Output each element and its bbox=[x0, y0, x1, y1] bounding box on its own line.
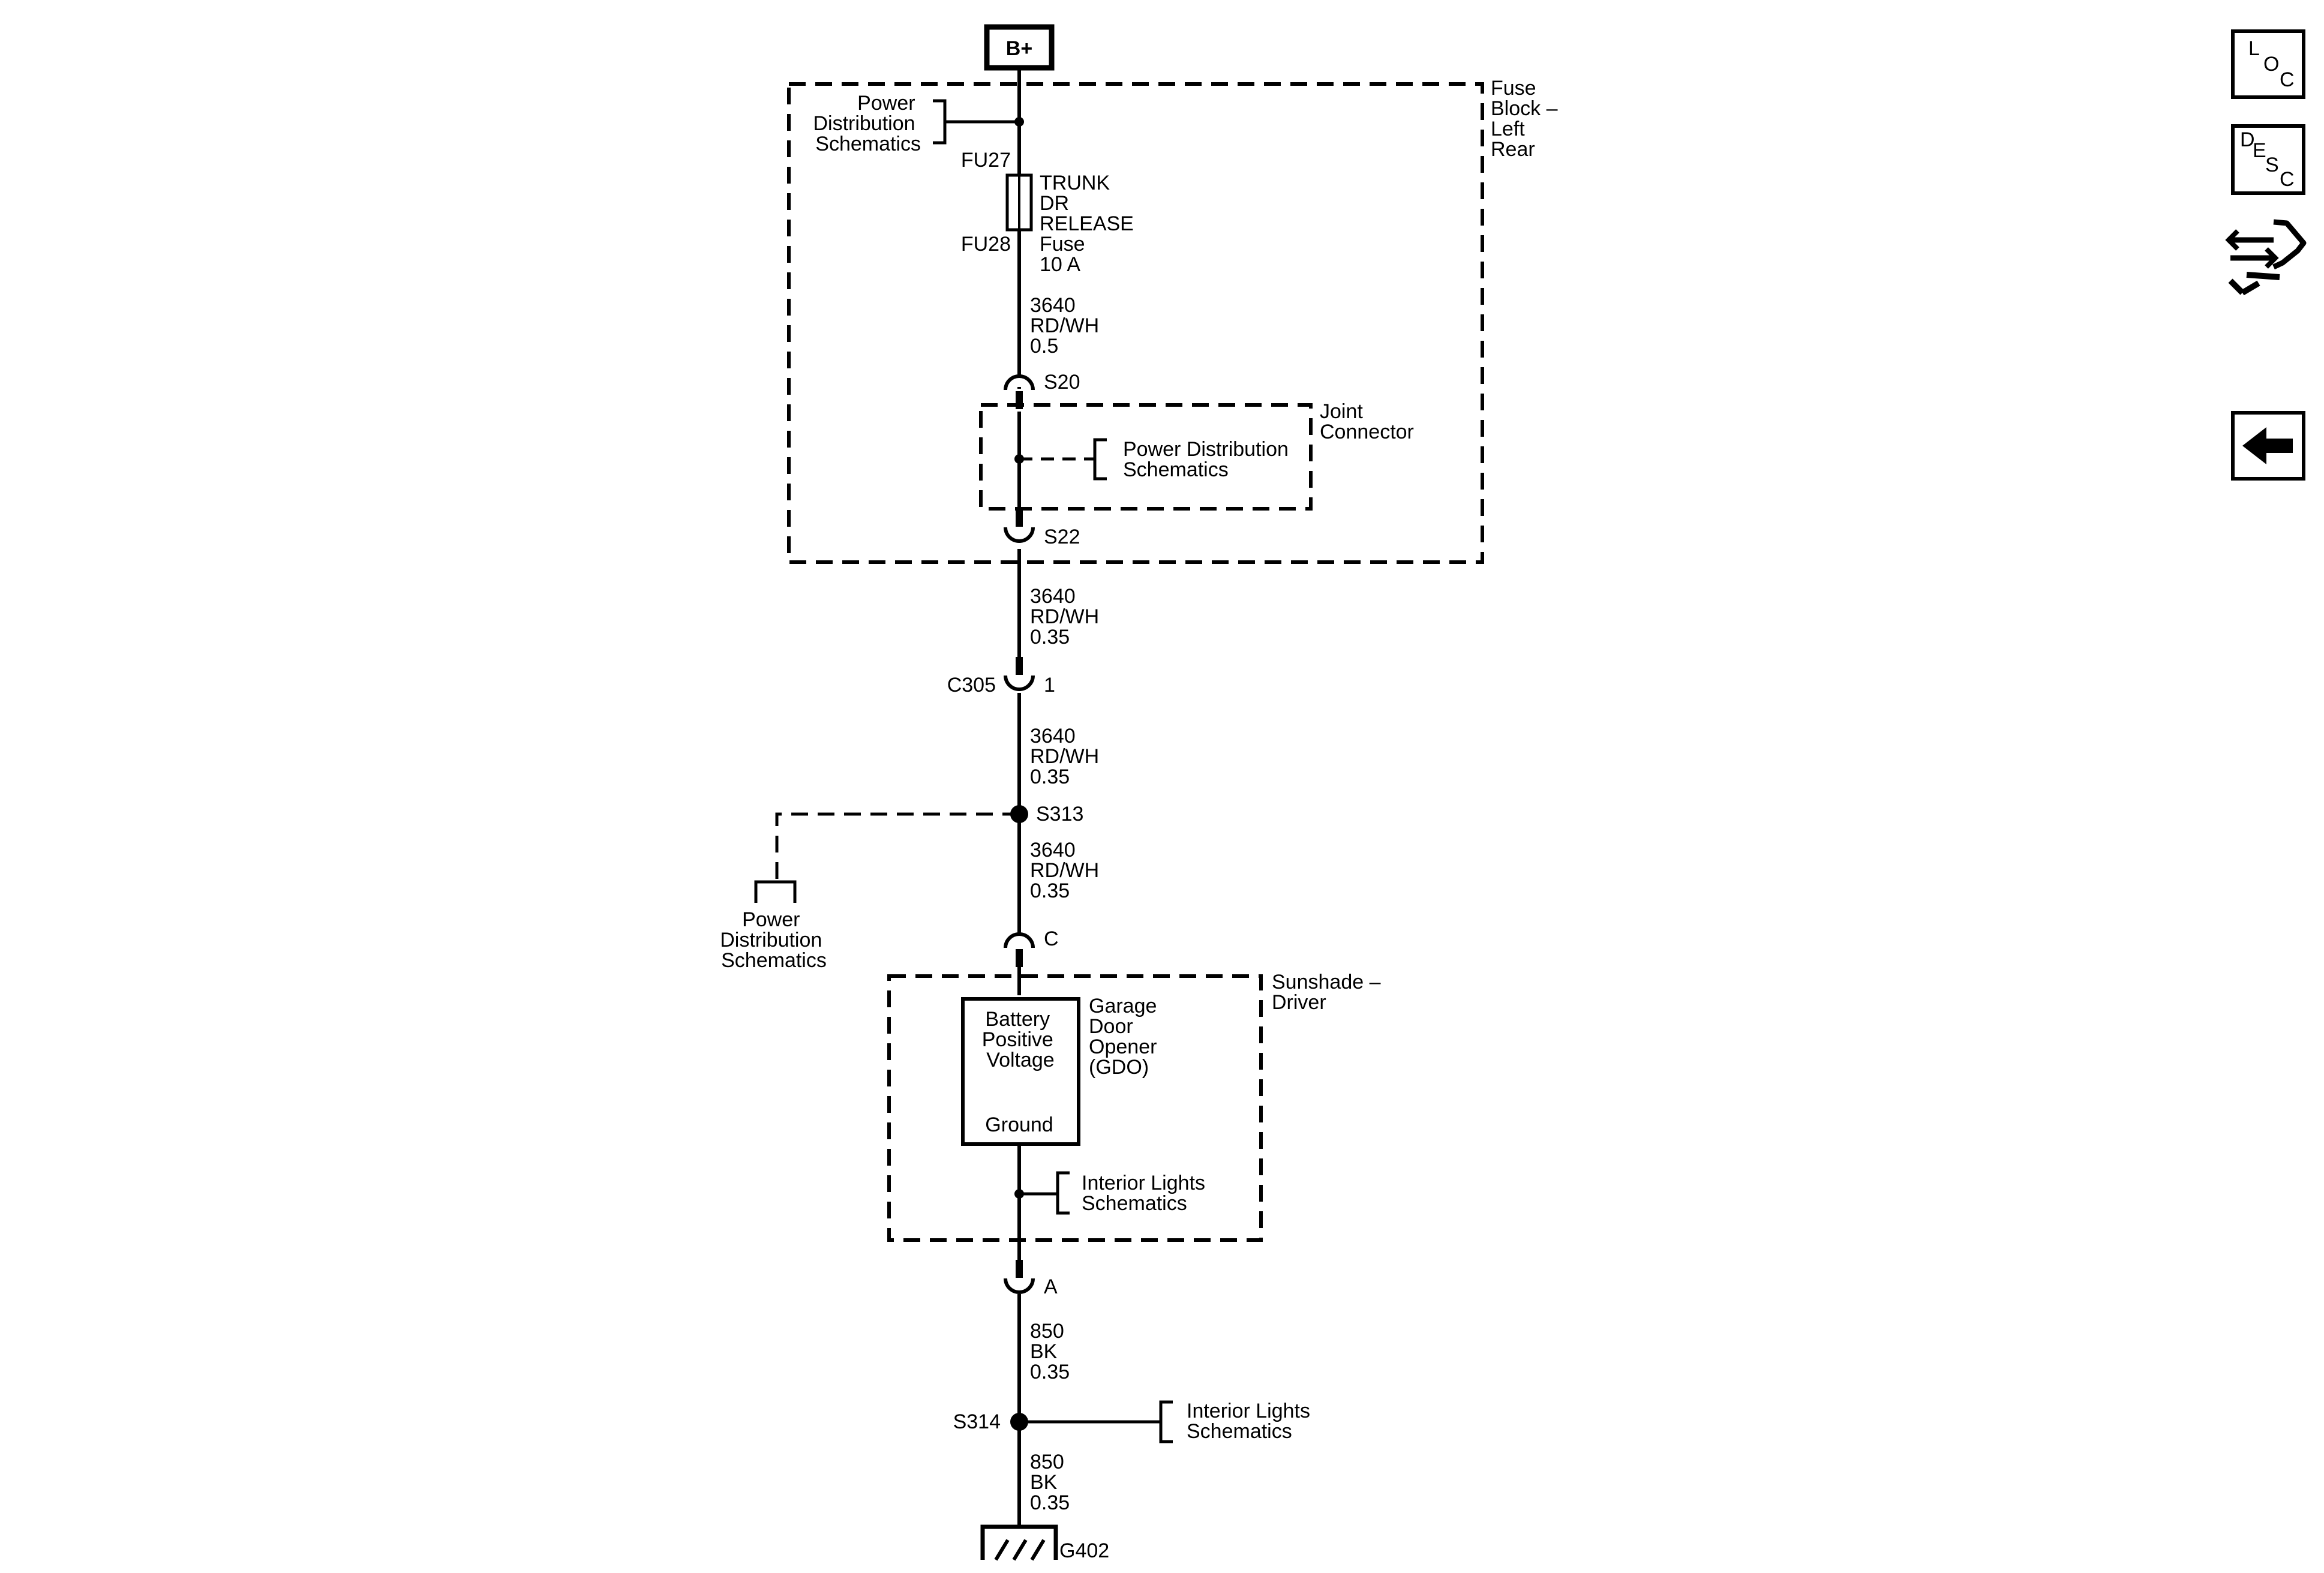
power-distribution-ref-top[interactable]: Power Distribution Schematics bbox=[813, 92, 1024, 155]
fuse-pin-fu28: FU28 bbox=[961, 233, 1011, 256]
sunshade-interior-lights-ref[interactable]: Interior Lights Schematics bbox=[1014, 1171, 1211, 1215]
gdo-module-name: Garage Door Opener (GDO) bbox=[1089, 995, 1163, 1079]
loc-button-o: O bbox=[2263, 53, 2279, 76]
gdo-battery-positive-label: Battery Positive Voltage bbox=[982, 1008, 1059, 1071]
connector-s22-label: S22 bbox=[1044, 526, 1080, 548]
joint-connector: Joint Connector Power Distribution Schem… bbox=[979, 400, 1414, 511]
connector-c305-pin: 1 bbox=[1044, 674, 1055, 697]
splice-s313-ref-label: Power Distribution Schematics bbox=[720, 908, 828, 972]
desc-button-c: C bbox=[2280, 168, 2295, 191]
loc-button-l: L bbox=[2248, 37, 2260, 60]
splice-s313-power-ref[interactable]: Power Distribution Schematics bbox=[720, 812, 1019, 972]
splice-s314-label: S314 bbox=[953, 1410, 1001, 1433]
splice-s314-ref-label: Interior Lights Schematics bbox=[1187, 1400, 1316, 1443]
joint-connector-power-ref[interactable]: Power Distribution Schematics bbox=[1014, 438, 1294, 481]
loc-button-c: C bbox=[2280, 68, 2295, 91]
sunshade-pin-c: C bbox=[1004, 927, 1059, 967]
splice-s313: S313 Power Distribution Schematics bbox=[720, 803, 1083, 972]
gdo-ground-label: Ground bbox=[985, 1113, 1053, 1136]
connector-c305: C305 1 bbox=[947, 657, 1055, 697]
fuse-block-left-rear: Fuse Block – Left Rear Power Distributio… bbox=[787, 77, 1563, 564]
wire-3640-a-label: 3640 RD/WH 0.5 bbox=[1030, 294, 1105, 358]
connector-s20-label: S20 bbox=[1044, 371, 1080, 394]
joint-connector-power-ref-label: Power Distribution Schematics bbox=[1123, 438, 1294, 481]
wire-3640-d-label: 3640 RD/WH 0.35 bbox=[1030, 839, 1105, 902]
trunk-release-fuse: FU27 FU28 TRUNK DR RELEASE Fuse 10 A bbox=[961, 149, 1139, 276]
fuse-pin-fu27: FU27 bbox=[961, 149, 1011, 172]
joint-connector-name: Joint Connector bbox=[1320, 400, 1414, 443]
connector-s22: S22 bbox=[1004, 509, 1080, 548]
desc-button-e: E bbox=[2253, 139, 2266, 162]
sunshade-pin-c-label: C bbox=[1044, 927, 1059, 950]
splice-s314: S314 Interior Lights Schematics bbox=[953, 1400, 1316, 1443]
sunshade-driver: C Sunshade – Driver Battery Positive Vol… bbox=[887, 927, 1386, 1298]
wire-3640-b-label: 3640 RD/WH 0.35 bbox=[1030, 585, 1105, 649]
battery-positive-source: B+ bbox=[984, 24, 1055, 71]
back-button[interactable] bbox=[2231, 411, 2305, 481]
power-distribution-ref-top-label: Power Distribution Schematics bbox=[813, 92, 921, 155]
wire-850-b-label: 850 BK 0.35 bbox=[1030, 1451, 1070, 1514]
desc-button-s: S bbox=[2265, 154, 2279, 176]
connector-s20: S20 bbox=[1004, 371, 1080, 409]
sunshade-pin-a-label: A bbox=[1044, 1275, 1058, 1298]
splice-s313-label: S313 bbox=[1036, 803, 1083, 825]
desc-button-d: D bbox=[2240, 128, 2255, 151]
connector-c305-name: C305 bbox=[947, 674, 996, 697]
wire-850-a-label: 850 BK 0.35 bbox=[1030, 1320, 1070, 1383]
garage-door-opener-module: Battery Positive Voltage Ground bbox=[961, 997, 1080, 1146]
splice-s314-interior-lights-ref[interactable]: Interior Lights Schematics bbox=[1019, 1400, 1316, 1443]
back-arrow-icon bbox=[2242, 427, 2293, 464]
wire-3640-c-label: 3640 RD/WH 0.35 bbox=[1030, 725, 1105, 788]
desc-button[interactable]: D E S C bbox=[2231, 124, 2305, 195]
fuse-block-name: Fuse Block – Left Rear bbox=[1491, 77, 1563, 161]
fuse-name: TRUNK DR RELEASE Fuse 10 A bbox=[1040, 172, 1139, 276]
sunshade-name: Sunshade – Driver bbox=[1272, 971, 1386, 1014]
ground-g402-label: G402 bbox=[1059, 1539, 1109, 1562]
sunshade-interior-lights-ref-label: Interior Lights Schematics bbox=[1082, 1172, 1211, 1215]
connector-swap-icon[interactable] bbox=[2225, 219, 2307, 296]
loc-button[interactable]: L O C bbox=[2231, 29, 2305, 99]
battery-positive-label: B+ bbox=[1006, 37, 1032, 60]
ground-g402: G402 bbox=[980, 1524, 1109, 1562]
sunshade-pin-a: A bbox=[1004, 1260, 1058, 1298]
